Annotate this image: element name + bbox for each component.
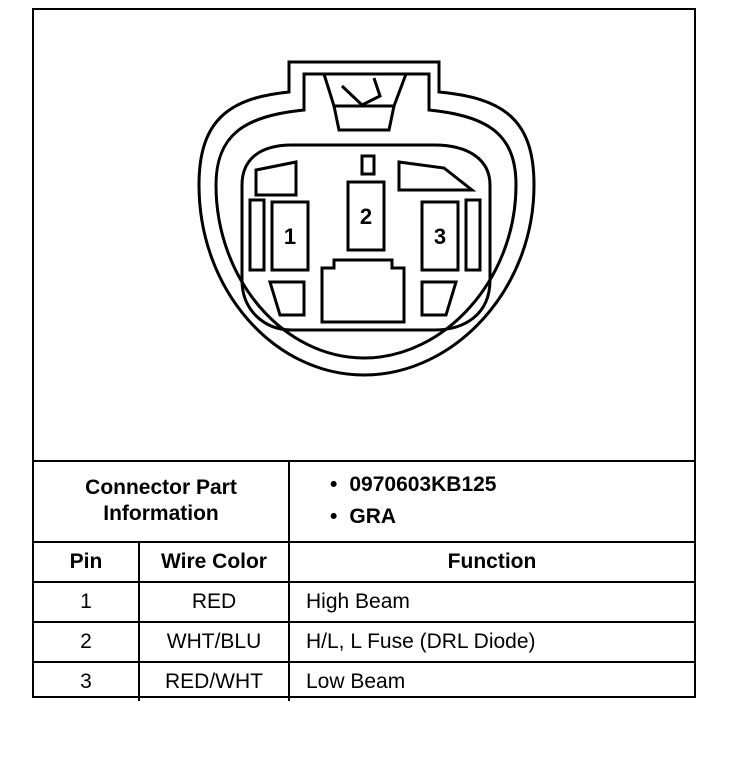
function-cell: High Beam bbox=[288, 581, 694, 623]
connector-face-diagram: 1 2 3 bbox=[34, 10, 694, 462]
table-row: 3 RED/WHT Low Beam bbox=[34, 661, 694, 701]
connector-info-table: Connector Part Information 0970603KB125 … bbox=[34, 460, 694, 701]
pin-cell: 2 bbox=[34, 621, 140, 663]
header-function: Function bbox=[288, 541, 694, 583]
connector-figure: 1 2 3 Connector Part Information 0970603… bbox=[32, 8, 696, 701]
table-header-row: Pin Wire Color Function bbox=[34, 541, 694, 583]
pin-3-label: 3 bbox=[434, 224, 446, 249]
pin-cell: 1 bbox=[34, 581, 140, 623]
wire-color-cell: RED bbox=[138, 581, 290, 623]
connector-part-info-values: 0970603KB125 GRA bbox=[288, 460, 694, 543]
wire-color-cell: WHT/BLU bbox=[138, 621, 290, 663]
connector-outline: 1 2 3 bbox=[197, 60, 536, 377]
function-cell: Low Beam bbox=[288, 661, 694, 701]
function-cell: H/L, L Fuse (DRL Diode) bbox=[288, 621, 694, 663]
part-number: 0970603KB125 bbox=[330, 469, 694, 501]
pin-2-label: 2 bbox=[360, 204, 372, 229]
connector-color-code: GRA bbox=[330, 501, 694, 533]
pin-1-label: 1 bbox=[284, 224, 296, 249]
pin-cell: 3 bbox=[34, 661, 140, 701]
header-wire-color: Wire Color bbox=[138, 541, 290, 583]
wire-color-cell: RED/WHT bbox=[138, 661, 290, 701]
table-row: 2 WHT/BLU H/L, L Fuse (DRL Diode) bbox=[34, 621, 694, 663]
header-pin: Pin bbox=[34, 541, 140, 583]
table-row: 1 RED High Beam bbox=[34, 581, 694, 623]
connector-part-info-label: Connector Part Information bbox=[34, 460, 290, 543]
